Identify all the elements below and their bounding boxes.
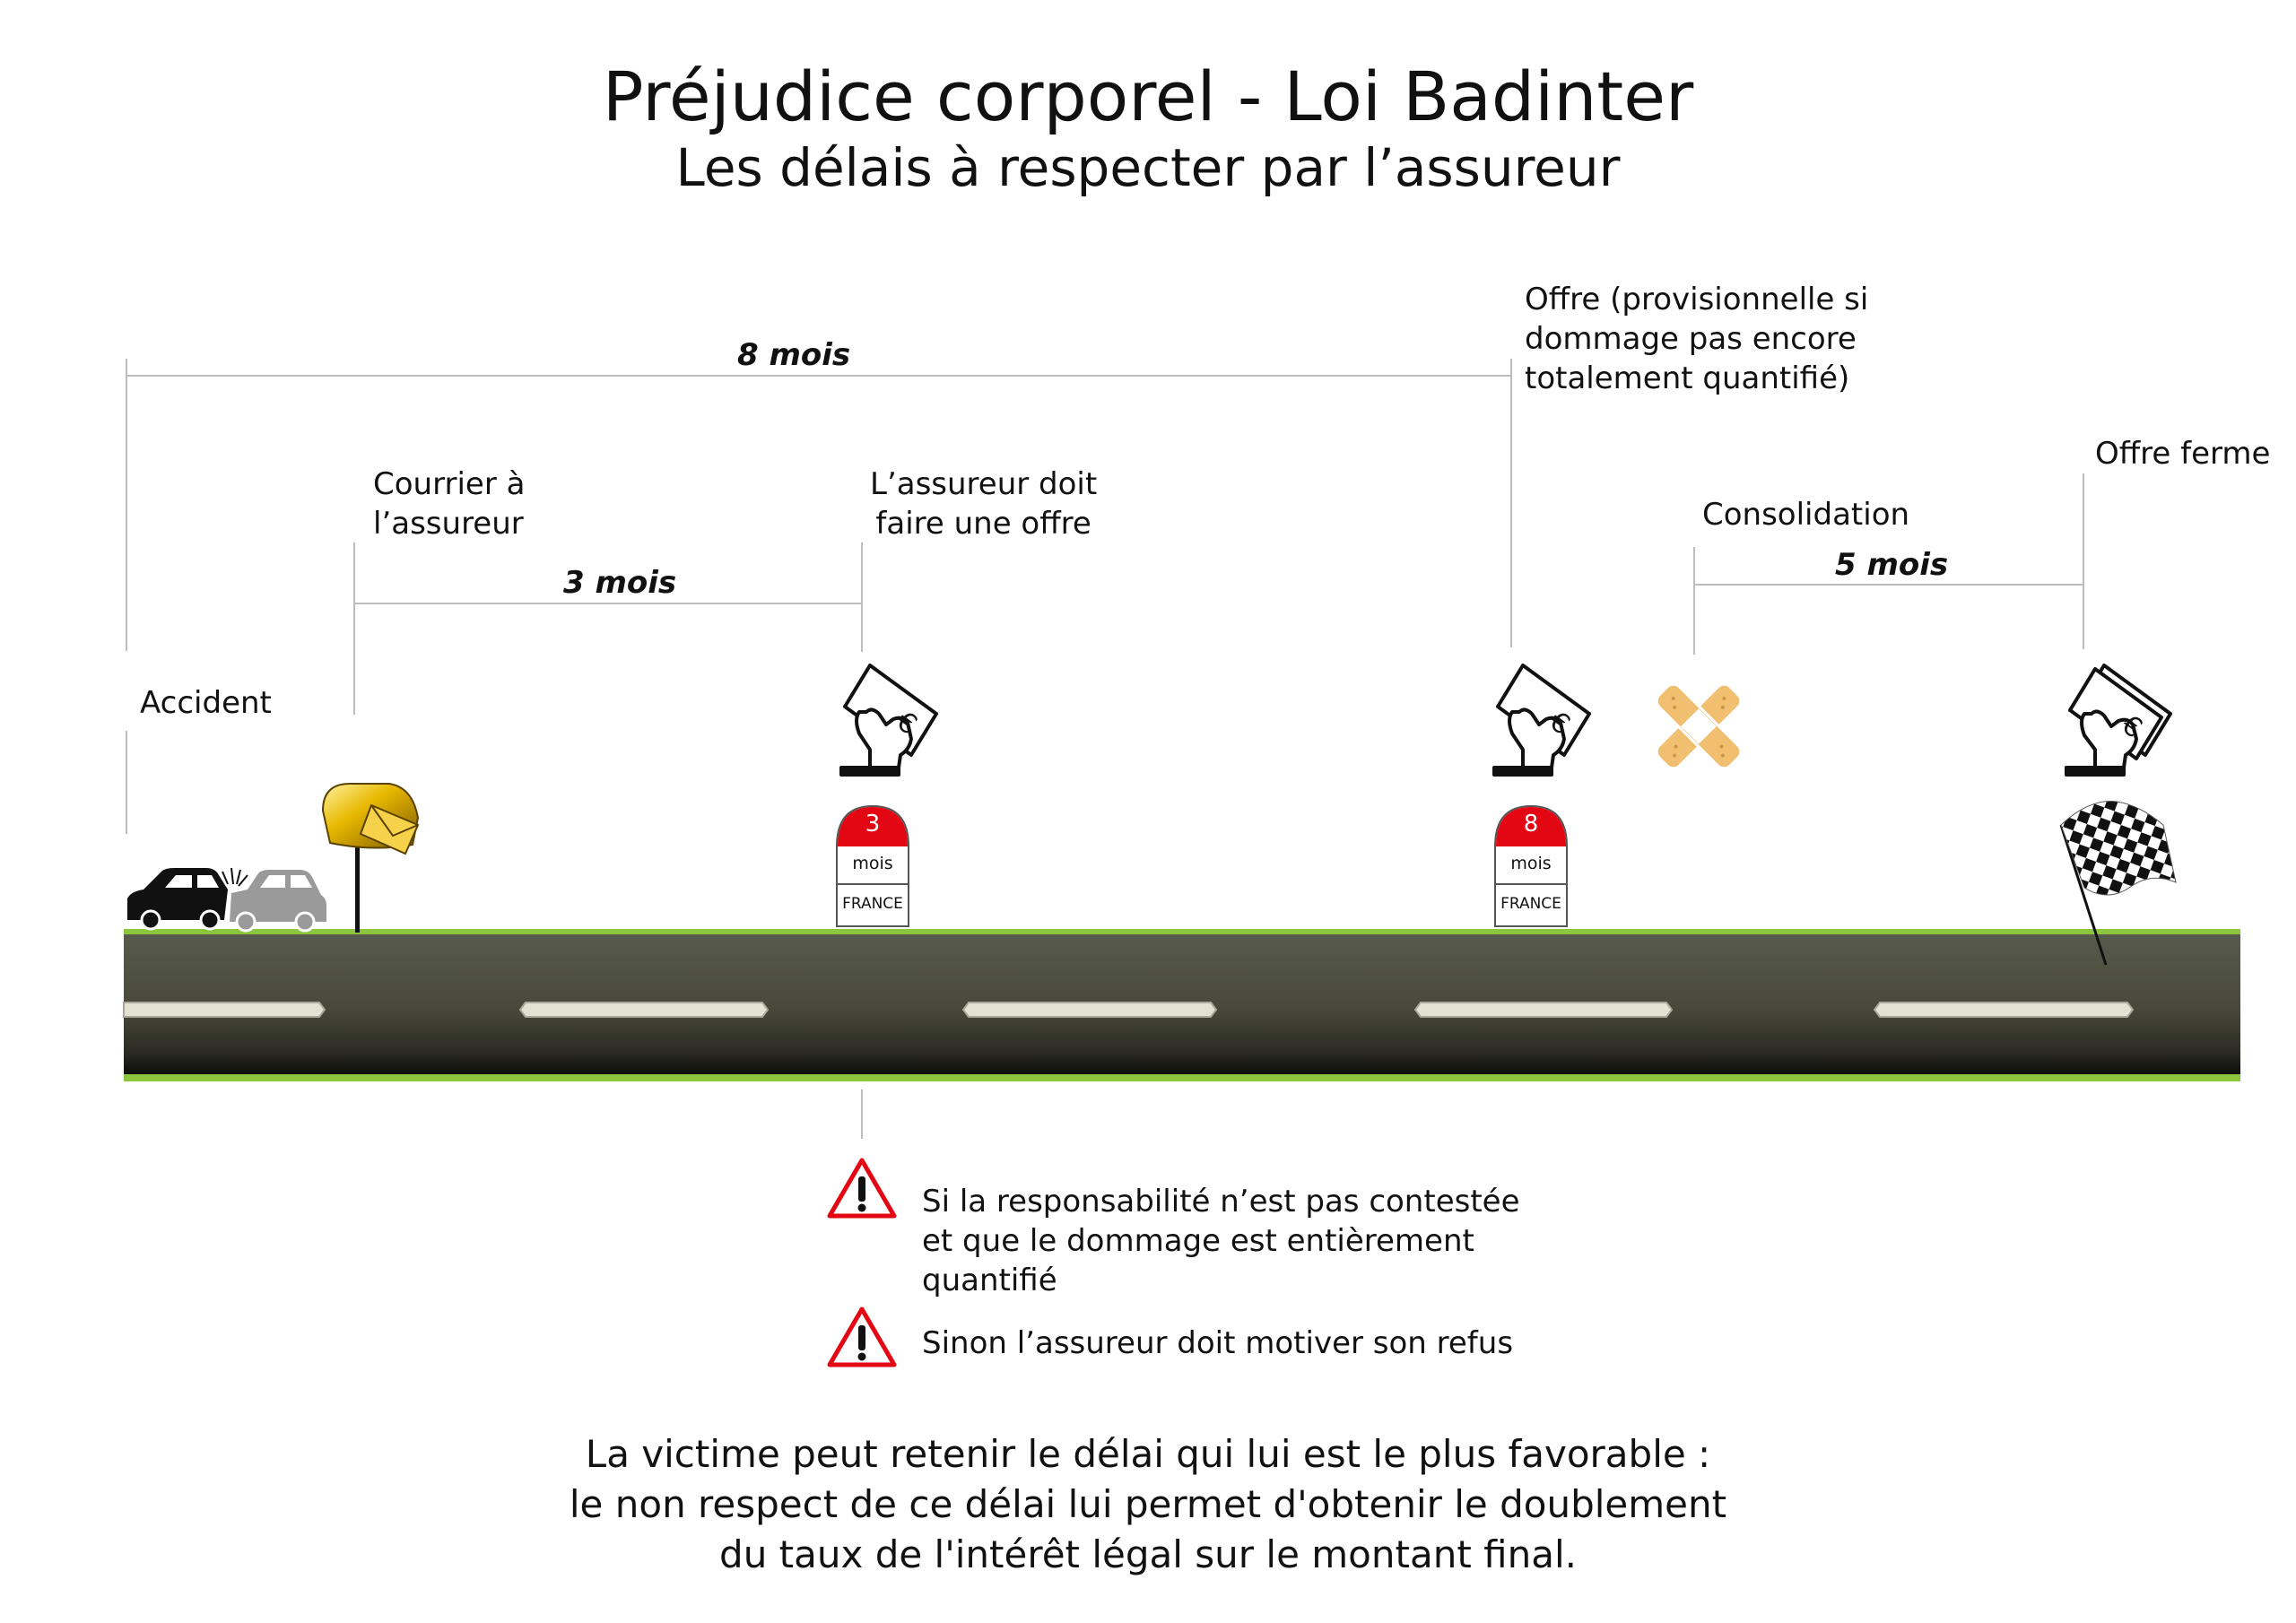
hand-check-icon: € (2065, 664, 2172, 777)
warning-text-1-line1: Si la responsabilité n’est pas contestée (922, 1184, 1520, 1219)
warning-icon (827, 1306, 897, 1367)
hand (855, 707, 913, 769)
flag-cloth (2060, 801, 2177, 896)
tick-offre-3mois (861, 542, 863, 652)
milestone-icon: 3 mois FRANCE (836, 804, 909, 927)
milestone-shape (1494, 804, 1568, 927)
check-paper (1496, 664, 1591, 757)
footer-line1: La victime peut retenir le délai qui lui… (585, 1432, 1711, 1476)
black-car-wheel (140, 909, 161, 931)
milestone-unit: mois (1510, 854, 1552, 873)
milestone-country: FRANCE (842, 895, 903, 913)
milestone-red-cap (838, 807, 908, 846)
check-paper (2068, 667, 2163, 760)
warning-icon (827, 1158, 897, 1219)
impact-lines (222, 867, 248, 887)
lane-dash (1413, 1002, 1674, 1018)
hand (1508, 707, 1566, 769)
flag-pole (2059, 824, 2108, 966)
span-line-3-mois (353, 603, 861, 604)
tick-accident-top (126, 359, 127, 651)
lane-dash (961, 1002, 1218, 1018)
label-courrier: Courrier à l’assureur (373, 464, 525, 543)
milestone-icon: 8 mois FRANCE (1494, 804, 1568, 927)
page-subtitle: Les délais à respecter par l’assureur (675, 137, 1621, 198)
hand-check-icon: € (1492, 664, 1591, 777)
milestone-shape (836, 804, 909, 927)
label-courrier-line1: Courrier à (373, 466, 526, 502)
footer-line3: du taux de l'intérêt légal sur le montan… (719, 1532, 1577, 1576)
footer-note: La victime peut retenir le délai qui lui… (0, 1429, 2296, 1580)
label-accident: Accident (140, 685, 272, 721)
warning-dot (857, 1203, 866, 1212)
check-paper (843, 664, 938, 757)
grey-car-window (260, 875, 312, 888)
warning-text-2: Sinon l’assureur doit motiver son refus (922, 1324, 1513, 1363)
label-consolidation: Consolidation (1702, 497, 1910, 533)
hand-base (2065, 766, 2126, 777)
hand (2080, 709, 2138, 769)
hand-base (1492, 766, 1553, 777)
black-car-window (165, 875, 219, 888)
page-title: Préjudice corporel - Loi Badinter (602, 56, 1694, 136)
road-green-top (124, 929, 2240, 936)
warning-bar (858, 1325, 865, 1350)
warning-text-1-line2: et que le dommage est entièrement (922, 1223, 1474, 1259)
label-offre-provisionnelle-line2: dommage pas encore (1525, 321, 1857, 357)
lane-dash (1873, 1002, 2135, 1018)
milestone-unit: mois (852, 854, 893, 873)
cars-collision-icon (127, 867, 326, 933)
road-lane-markings (123, 1002, 2135, 1018)
lane-dash (123, 1002, 326, 1018)
tick-accident-bottom (126, 731, 127, 834)
milestone-number: 8 (1523, 811, 1539, 838)
checkered-flag-icon (2059, 801, 2177, 966)
duration-5-mois: 5 mois (1835, 547, 1949, 583)
hand-base (839, 766, 900, 777)
tick-consolidation (1693, 547, 1695, 655)
tick-courrier (353, 542, 355, 715)
milestone-red-cap (1496, 807, 1566, 846)
span-line-5-mois (1693, 584, 2083, 586)
hand-check-icon: € (839, 664, 938, 777)
tick-warning (861, 1089, 863, 1139)
warning-text-1: Si la responsabilité n’est pas contestée… (922, 1182, 1520, 1300)
label-offre-3mois-line1: L’assureur doit (870, 466, 1098, 502)
label-offre-provisionnelle-line1: Offre (provisionnelle si (1525, 282, 1869, 317)
label-courrier-line2: l’assureur (373, 506, 524, 542)
warning-text-1-line3: quantifié (922, 1263, 1057, 1298)
duration-8-mois: 8 mois (737, 337, 851, 373)
mailbox-icon (321, 783, 420, 933)
warning-bar (858, 1176, 865, 1202)
span-line-8-mois (126, 375, 1510, 377)
tick-offre-ferme (2083, 473, 2084, 649)
bandage-icon (1655, 682, 1743, 770)
milestone-country: FRANCE (1500, 895, 1561, 913)
lane-dash (518, 1002, 770, 1018)
mailbox-envelope-flap (370, 804, 419, 838)
label-offre-provisionnelle: Offre (provisionnelle si dommage pas enc… (1525, 280, 1868, 398)
label-offre-3mois-line2: faire une offre (875, 506, 1091, 542)
tick-offre-provisionnelle (1510, 359, 1512, 647)
milestone-number: 3 (865, 811, 881, 838)
grey-car-wheel (294, 911, 316, 933)
label-offre-ferme: Offre ferme (2095, 436, 2271, 472)
warning-text-2-line1: Sinon l’assureur doit motiver son refus (922, 1325, 1514, 1361)
label-offre-3mois: L’assureur doit faire une offre (870, 464, 1097, 543)
duration-3-mois: 3 mois (563, 565, 677, 601)
grey-car-wheel (235, 911, 257, 933)
footer-line2: le non respect de ce délai lui permet d'… (569, 1482, 1727, 1526)
label-offre-provisionnelle-line3: totalement quantifié) (1525, 360, 1850, 396)
mailbox-post (355, 841, 360, 933)
road-green-bottom (124, 1074, 2240, 1081)
black-car-wheel (199, 909, 221, 931)
warning-dot (857, 1352, 866, 1361)
